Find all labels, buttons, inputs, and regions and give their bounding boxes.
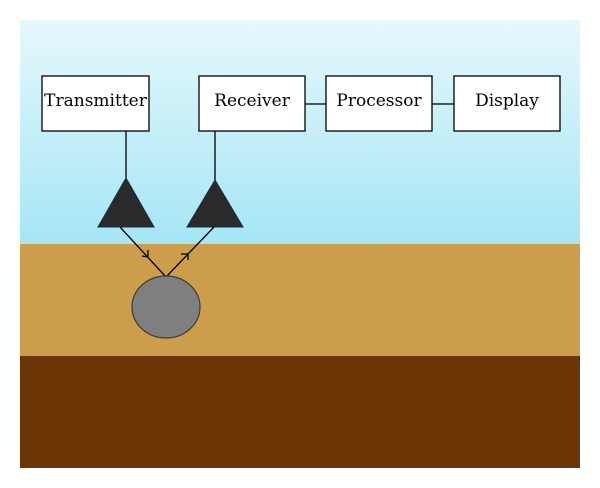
receiver-block: Receiver [198,75,306,132]
processor-block: Processor [325,75,433,132]
transmit-antenna-icon [97,176,155,228]
upper-soil-layer [20,244,580,356]
display-block: Display [453,75,561,132]
incident-arrow-icon [141,250,149,258]
processor-label: Processor [336,91,422,111]
receiver-label: Receiver [214,91,291,111]
sky-region [20,20,580,244]
buried-object-icon [131,275,201,339]
lower-soil-layer [20,356,580,468]
receive-antenna-icon [186,179,244,228]
incident-signal-path [119,226,167,278]
display-label: Display [475,91,539,111]
transmitter-label: Transmitter [44,91,148,111]
transmitter-block: Transmitter [41,75,150,132]
reflected-signal-path [165,226,215,278]
reflected-arrow-icon [181,253,189,260]
